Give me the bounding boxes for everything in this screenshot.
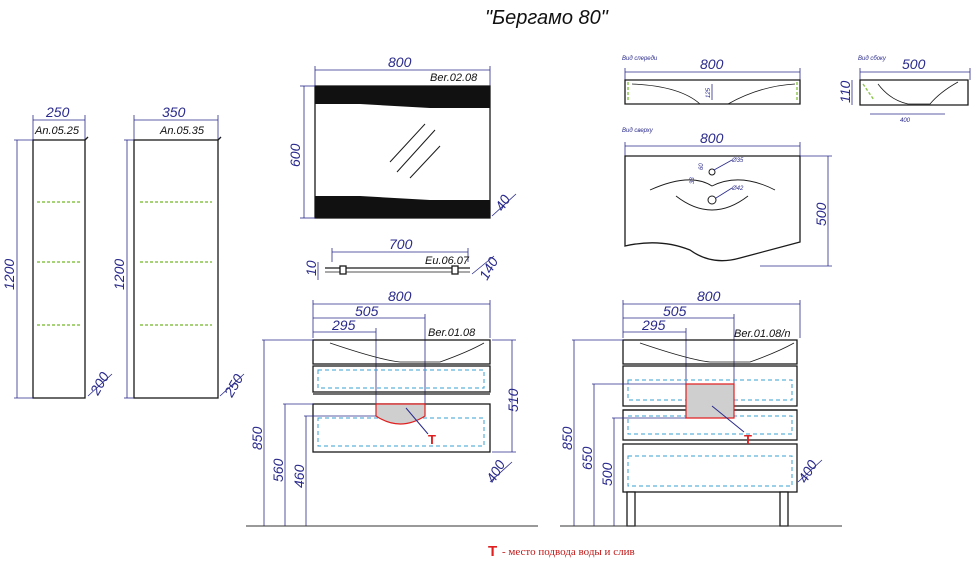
vanity-wall-depth-label: 400	[483, 457, 509, 485]
basin-front-view: Вид спереди 800 125	[622, 56, 801, 105]
mirror-depth-label: 40	[492, 192, 514, 214]
drawing-title: "Бергамо 80"	[485, 7, 609, 29]
pencil250-code-label: An.05.25	[34, 125, 80, 137]
legend-text: - место подвода воды и слив	[502, 546, 635, 558]
vanity-floor-standing: 800 505 295 Ber.01.08/n T 400 850 650 50…	[559, 288, 842, 527]
basin-top-width-label: 800	[700, 130, 724, 146]
basin-top-d2-label: 33	[690, 177, 696, 184]
vanity-floor-height2-label: 650	[579, 446, 595, 470]
shelf-width-label: 700	[389, 236, 413, 252]
basin-top-hole1-label: Ø35	[731, 158, 744, 164]
basin-side-inner-label: 400	[900, 118, 911, 124]
pencil-case-250: 250 An.05.25 1200 200	[1, 104, 112, 399]
basin-side-width-label: 500	[902, 56, 926, 72]
basin-top-view: Вид сверху 800 Ø35 Ø42 60 33 500	[622, 128, 832, 267]
glass-shelf-drawing: 700 Eu.06.07 10 140	[303, 236, 501, 283]
basin-top-view-label: Вид сверху	[622, 128, 654, 134]
pencil-case-350: 350 An.05.35 1200 250	[111, 104, 246, 400]
pencil250-height-label: 1200	[1, 259, 17, 290]
legend-marker: T	[488, 543, 497, 560]
basin-side-view: Вид сбоку 500 110 400	[837, 56, 971, 124]
vanity-wall-width-label: 800	[388, 288, 412, 304]
vanity-floor-width-label: 800	[697, 288, 721, 304]
vanity-floor-total-height-label: 850	[559, 426, 575, 450]
vanity-wall-height3-label: 460	[291, 464, 307, 488]
vanity-wall-total-height-label: 850	[249, 426, 265, 450]
vanity-wall-body-height-label: 510	[505, 388, 521, 412]
vanity-floor-code-label: Ber.01.08/n	[734, 328, 790, 340]
pencil350-code-label: An.05.35	[159, 125, 205, 137]
basin-front-view-label: Вид спереди	[622, 56, 658, 62]
basin-front-width-label: 800	[700, 56, 724, 72]
vanity-floor-offset1-label: 505	[663, 303, 687, 319]
pencil350-height-label: 1200	[111, 259, 127, 290]
vanity-wall-hung: 800 505 295 Ber.01.08 T 510 400 850 560 …	[246, 288, 538, 527]
vanity-wall-offset1-label: 505	[355, 303, 379, 319]
mirror-drawing: 800 Ber.02.08 600 40	[287, 54, 517, 219]
vanity-wall-offset2-label: 295	[331, 317, 356, 333]
basin-front-depth-label: 125	[706, 87, 712, 98]
basin-side-height-label: 110	[837, 80, 853, 103]
basin-top-depth-label: 500	[813, 202, 829, 226]
shelf-depth-label: 140	[476, 254, 502, 282]
shelf-thickness-label: 10	[303, 260, 319, 276]
shelf-code-label: Eu.06.07	[425, 255, 470, 267]
vanity-wall-utility-marker: T	[428, 432, 436, 447]
vanity-wall-height2-label: 560	[270, 458, 286, 482]
mirror-width-label: 800	[388, 54, 412, 70]
basin-top-d1-label: 60	[699, 163, 705, 170]
pencil250-width-label: 250	[45, 104, 70, 120]
basin-top-hole2-label: Ø42	[731, 186, 744, 192]
pencil350-width-label: 350	[162, 104, 186, 120]
mirror-code-label: Ber.02.08	[430, 72, 478, 84]
vanity-floor-utility-marker: T	[744, 432, 752, 447]
legend: T - место подвода воды и слив	[488, 543, 635, 560]
mirror-height-label: 600	[287, 143, 303, 167]
vanity-floor-height3-label: 500	[599, 462, 615, 486]
vanity-floor-offset2-label: 295	[641, 317, 666, 333]
vanity-wall-code-label: Ber.01.08	[428, 327, 476, 339]
basin-side-view-label: Вид сбоку	[858, 56, 887, 62]
